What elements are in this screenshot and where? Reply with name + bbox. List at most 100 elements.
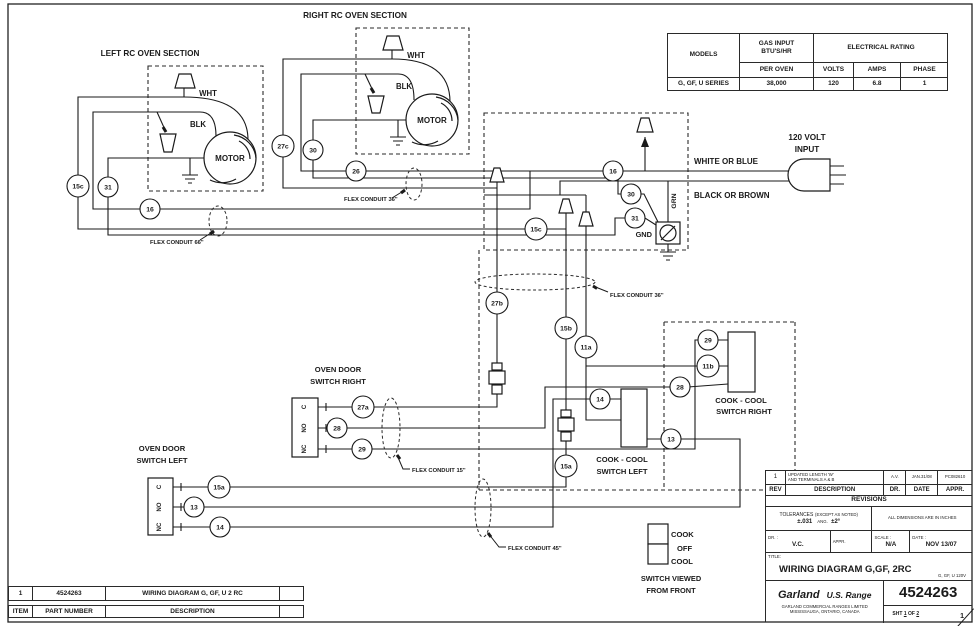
revisions-band: REVISIONS	[766, 496, 972, 507]
sht-of: OF	[907, 610, 915, 617]
switch-viewed-line2: FROM FRONT	[646, 586, 696, 595]
date-value: NOV 13/07	[925, 540, 957, 548]
flex-conduit-36a-label: FLEX CONDUIT 36"	[344, 197, 398, 203]
connector-plug-icon	[174, 73, 196, 89]
usrange-logo: U.S. Range	[826, 590, 872, 601]
wire-black	[484, 180, 802, 212]
dr-label: DR. :	[768, 534, 778, 540]
dr-header: DR.	[884, 485, 907, 495]
parts-part-number-header: PART NUMBER	[32, 606, 105, 617]
wire-ref: 14	[216, 525, 224, 532]
left-motor-windings	[209, 134, 257, 184]
conduit-66-ellipse	[208, 205, 228, 237]
wire-ref: 28	[333, 426, 341, 433]
spec-gas-header: GAS INPUT BTU'S/HR	[739, 34, 813, 62]
tolerances-value: ±.031	[797, 518, 813, 525]
wire-ref: 28	[676, 385, 684, 392]
cook-cool-switch-right-body	[727, 331, 756, 393]
wire-ref: 16	[609, 169, 617, 176]
garland-logo: Garland	[777, 589, 820, 602]
door-right-terminal-stubs	[318, 403, 327, 453]
diagram-labels: LEFT RC OVEN SECTION RIGHT RC OVEN SECTI…	[101, 11, 826, 595]
wht-label-right: WHT	[407, 51, 425, 60]
ground-symbol-lug	[660, 244, 676, 261]
black-wire-label: BLACK OR BROWN	[694, 191, 770, 200]
wire-ref: 26	[352, 169, 360, 176]
scale-cell: SCALE : N/A	[872, 531, 911, 552]
conduit-ellipses	[208, 167, 596, 538]
wire-ref: 27c	[277, 144, 289, 151]
cook-cool-left-title2: SWITCH LEFT	[596, 467, 647, 476]
front-switch-bottom	[647, 543, 669, 565]
ground-symbol-right-motor	[390, 120, 406, 146]
date-header: DATE	[906, 485, 939, 495]
parts-empty-header	[279, 606, 305, 617]
spec-elec-header: ELECTRICAL RATING	[813, 34, 948, 62]
appr-label: APPR.	[832, 538, 846, 544]
volt-input-line1: 120 VOLT	[788, 133, 825, 142]
gnd-label: GND	[636, 230, 653, 239]
parts-part-number-value: 4524263	[32, 587, 105, 600]
wire-15c	[77, 88, 566, 230]
front-switch-off: OFF	[677, 544, 693, 553]
parts-empty-cell	[279, 587, 305, 600]
blk-label-left: BLK	[190, 120, 206, 129]
power-plug-icon	[787, 158, 831, 192]
wire-ref: 11a	[581, 345, 592, 352]
rev-desc-l1: UPDATED LENGTH 'W'	[787, 471, 834, 477]
wht-label-left: WHT	[199, 89, 217, 98]
connector-plug-icon	[636, 117, 654, 133]
wire-ref: 29	[704, 338, 712, 345]
door-left-terminal-stubs	[173, 483, 182, 531]
rev-dr: A.V.	[884, 471, 907, 484]
sht-label: SHT	[892, 610, 903, 617]
spec-row-volts: 120	[813, 77, 853, 90]
switch-viewed-line1: SWITCH VIEWED	[641, 574, 702, 583]
wire-27	[282, 50, 498, 408]
scale-value: N/A	[885, 540, 897, 548]
parts-description-header: DESCRIPTION	[105, 606, 279, 617]
tolerances-note: (EXCEPT AS NOTED)	[815, 511, 858, 517]
flex-conduit-36b-label: FLEX CONDUIT 36"	[610, 293, 664, 299]
wire-ref: 11b	[702, 364, 713, 371]
connector-plug-icon	[558, 198, 574, 214]
scale-label: SCALE :	[874, 534, 891, 540]
wire-ref: 15c	[72, 184, 84, 191]
oven-door-right-title1: OVEN DOOR	[315, 365, 362, 374]
motor-label-right: MOTOR	[417, 116, 447, 125]
title-block: 1 UPDATED LENGTH 'W' AND TERMINALS A & B…	[765, 470, 974, 626]
sheet-info: SHT 1 OF 2	[884, 606, 972, 623]
wire-wht-motor-right	[391, 58, 451, 103]
wire-ref: 30	[627, 192, 635, 199]
connector-plug-icon	[367, 95, 385, 114]
flex-conduit-45-label: FLEX CONDUIT 45"	[508, 546, 562, 552]
wire-ref: 31	[631, 216, 639, 223]
plug-prongs	[828, 165, 846, 185]
spec-gas-l1: GAS INPUT	[758, 39, 795, 47]
rev-description: UPDATED LENGTH 'W' AND TERMINALS A & B	[786, 471, 885, 484]
tolerances-label: TOLERANCES	[779, 511, 814, 518]
white-wire-label: WHITE OR BLUE	[694, 157, 759, 166]
wire-ref: 14	[596, 397, 604, 404]
up-arrowhead	[641, 137, 649, 147]
spec-row-amps: 6.8	[853, 77, 900, 90]
spec-row-models: G, GF, U SERIES	[668, 77, 739, 90]
quick-disconnect-icon	[557, 409, 575, 442]
door-right-terminal-no: NO	[302, 423, 308, 432]
appr-cell: APPR.	[831, 531, 873, 552]
company-address: GARLAND COMMERCIAL RANGES LIMITED MISSIS…	[782, 604, 868, 615]
wire-blk-motor-left	[157, 111, 217, 137]
rev-date: JAN.31/08	[906, 471, 939, 484]
ang-label: ANG.	[817, 518, 828, 524]
cook-cool-right-title2: SWITCH RIGHT	[716, 407, 772, 416]
components	[147, 35, 831, 565]
left-oven-dashed-box	[147, 65, 264, 192]
revision-header-row: REV DESCRIPTION DR. DATE APPR.	[766, 485, 972, 496]
parts-description-value: WIRING DIAGRAM G, GF, U 2 RC	[105, 587, 279, 600]
flex-conduit-15-label: FLEX CONDUIT 15"	[412, 468, 466, 474]
control-compartment-dashed-boundary	[478, 250, 796, 491]
conduit-45-ellipse	[474, 478, 492, 538]
date-label: DATE :	[912, 534, 926, 540]
flex-conduit-66-label: FLEX CONDUIT 66"	[150, 240, 204, 246]
